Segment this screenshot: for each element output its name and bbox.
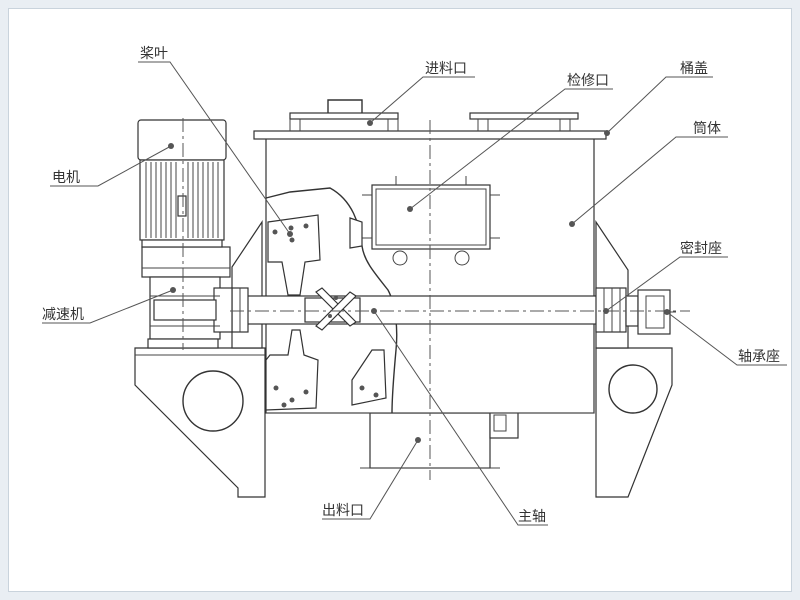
paddle-lower-left <box>265 329 319 411</box>
label-inspection-port: 检修口 <box>567 73 609 89</box>
right-support <box>595 220 673 498</box>
label-cover: 桶盖 <box>680 61 708 77</box>
paddle-lower-right <box>351 349 387 406</box>
left-flange <box>231 287 249 333</box>
seal-seat <box>595 287 627 333</box>
main-shaft <box>237 287 609 331</box>
label-reducer: 减速机 <box>42 307 84 323</box>
paddle-upper-left <box>267 214 321 296</box>
outlet-chute <box>360 409 519 469</box>
label-inlet: 进料口 <box>425 61 467 77</box>
leaders <box>42 61 787 526</box>
left-support-hole <box>182 370 244 432</box>
label-seal-seat: 密封座 <box>680 240 722 257</box>
label-main-shaft: 主轴 <box>518 509 546 525</box>
label-outlet: 出料口 <box>322 503 364 519</box>
inspection-door <box>362 176 500 266</box>
right-support-hole <box>608 364 658 414</box>
motor-fins <box>145 162 219 238</box>
motor <box>137 119 227 248</box>
label-paddle: 桨叶 <box>140 45 168 62</box>
label-motor: 电机 <box>52 170 80 186</box>
paddle-upper-right <box>349 217 363 249</box>
label-bearing-seat: 轴承座 <box>738 349 780 365</box>
reducer <box>141 246 233 349</box>
label-barrel: 筒体 <box>693 120 721 137</box>
